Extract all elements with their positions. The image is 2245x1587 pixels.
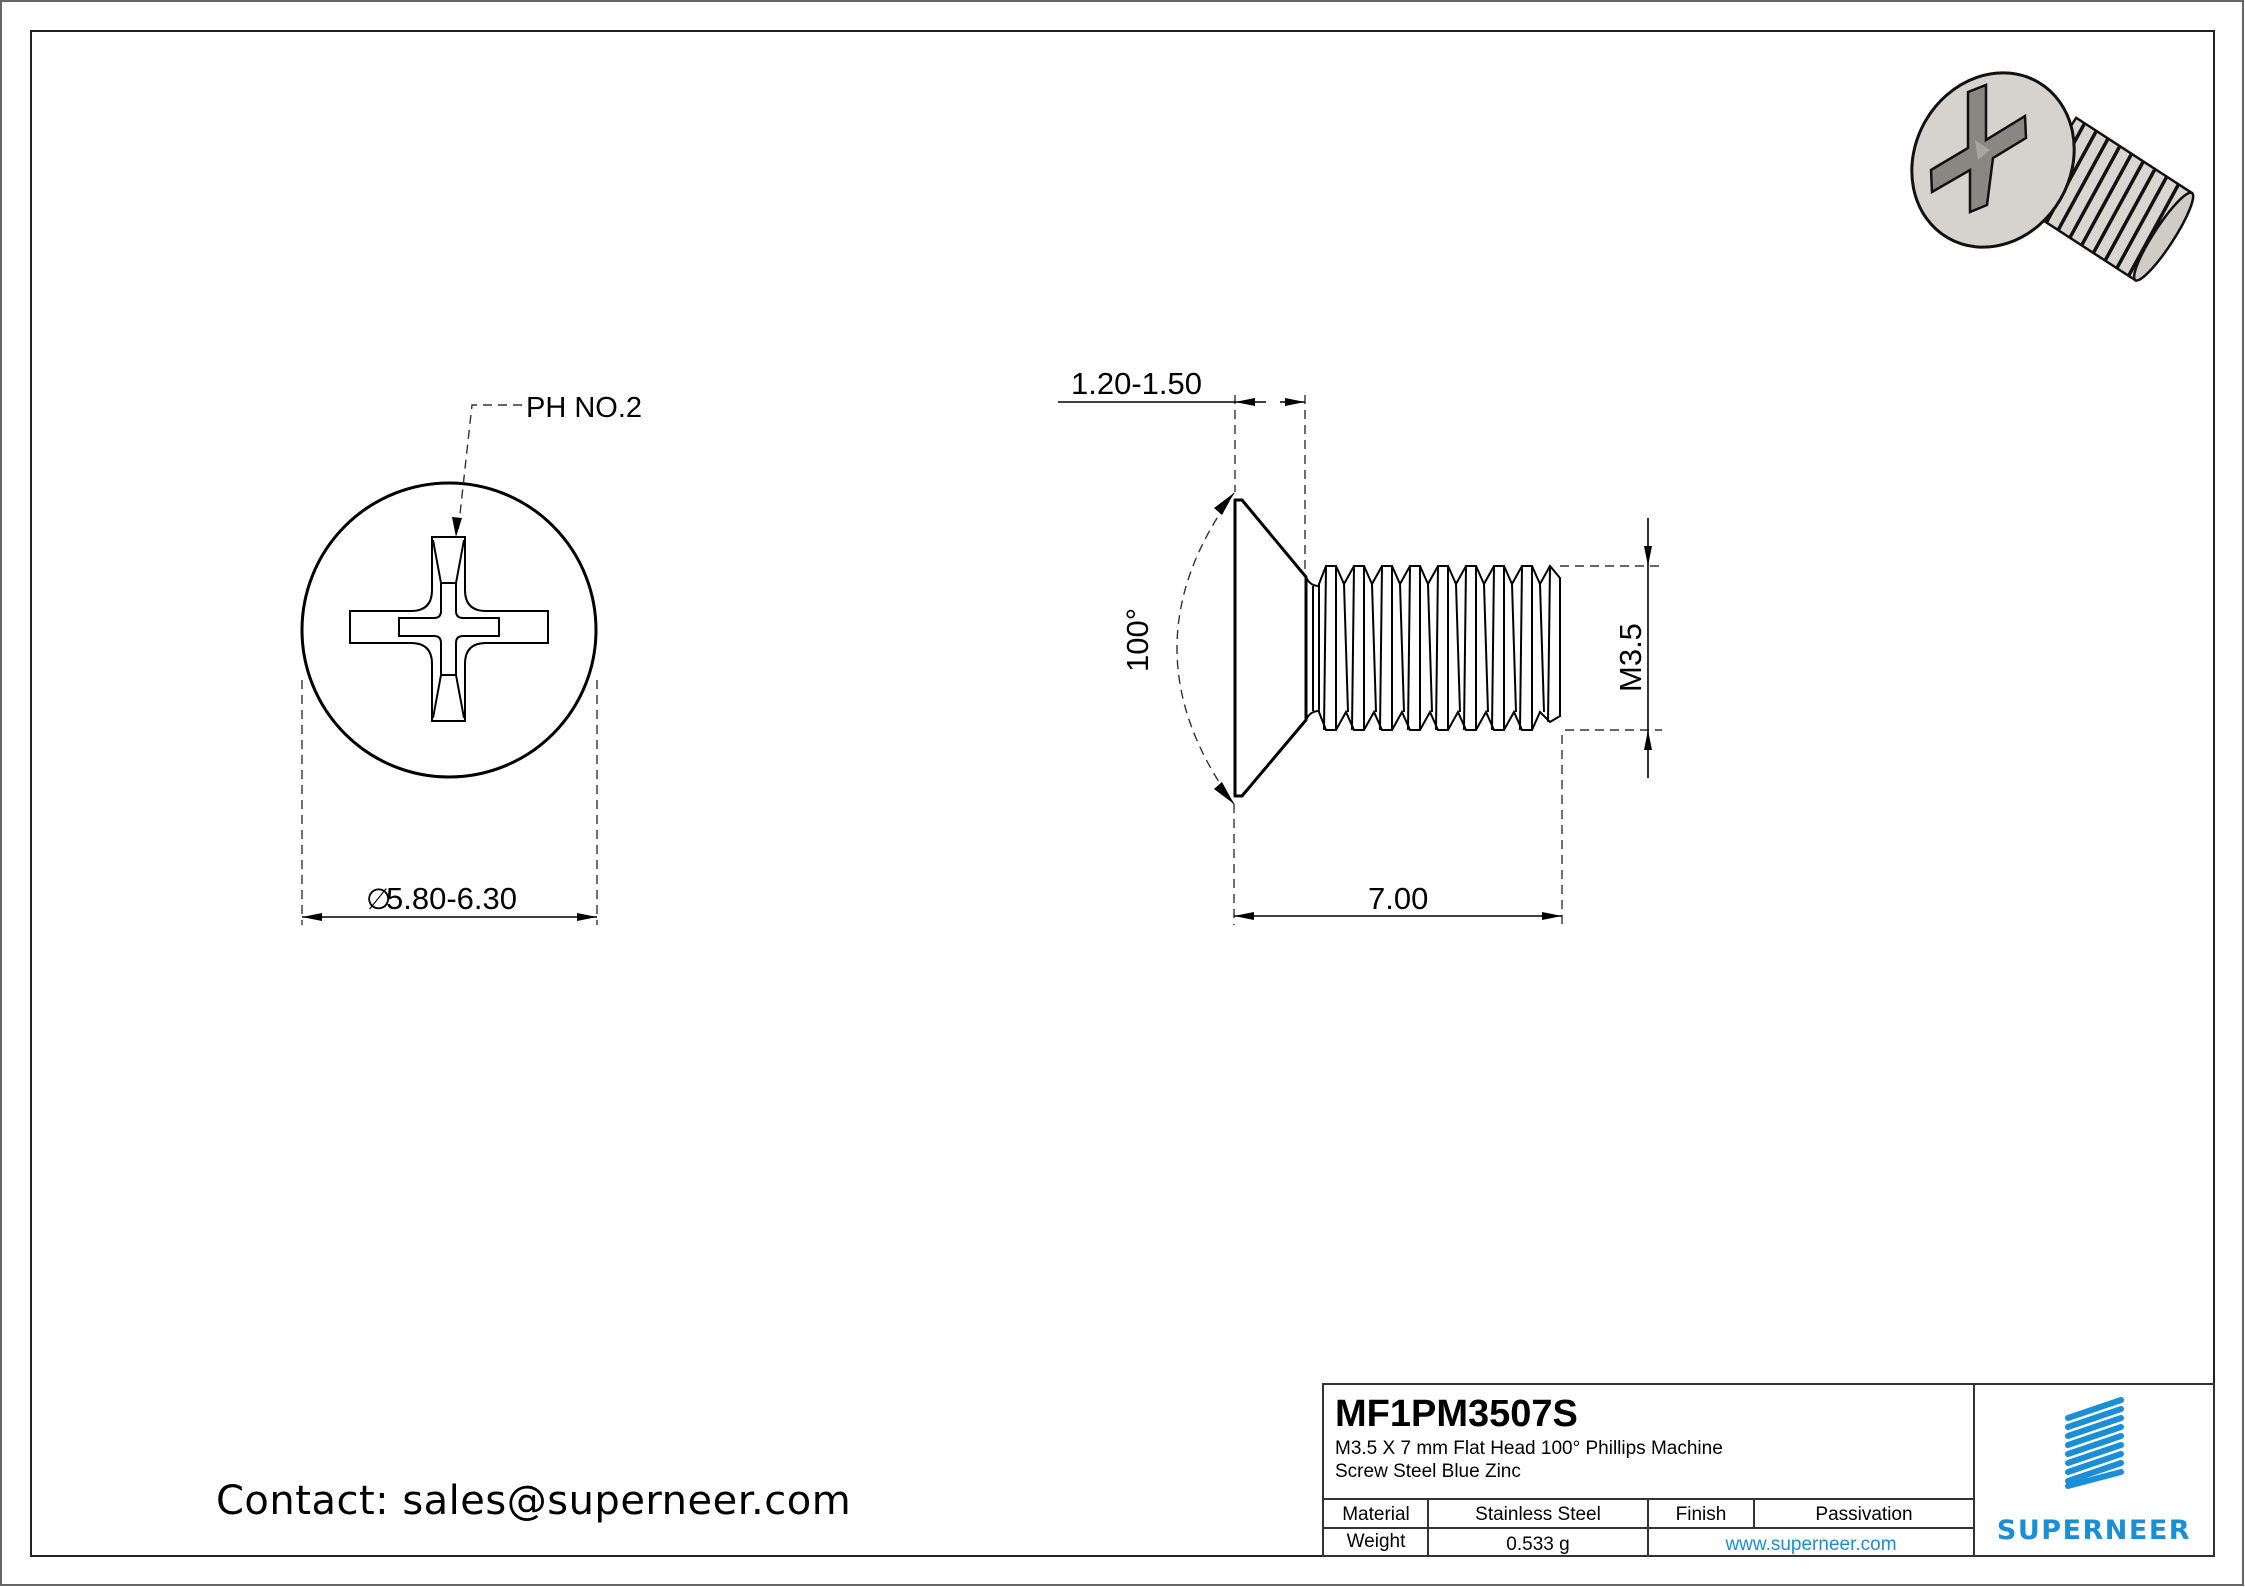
finish-value: Passivation	[1815, 1504, 1912, 1525]
inner-frame	[30, 30, 2215, 1557]
diameter-label: 5.80-6.30	[386, 881, 517, 916]
description-line-2: Screw Steel Blue Zinc	[1335, 1461, 1521, 1482]
thread-size-label: M3.5	[1613, 623, 1648, 692]
description-line-1: M3.5 X 7 mm Flat Head 100° Phillips Mach…	[1335, 1438, 1723, 1459]
title-block: MF1PM3507S M3.5 X 7 mm Flat Head 100° Ph…	[1322, 1383, 2215, 1557]
logo-text: SUPERNEER	[1997, 1515, 2191, 1546]
part-number: MF1PM3507S	[1335, 1393, 1578, 1435]
countersunk-head	[1233, 498, 1308, 798]
diameter-symbol: ∅	[366, 884, 391, 916]
thread-profile	[1318, 564, 1561, 731]
website-link[interactable]: www.superneer.com	[1724, 1534, 1896, 1555]
screw-3d-render	[1910, 71, 2195, 282]
weight-value: 0.533 g	[1506, 1534, 1569, 1555]
superneer-logo-icon	[2065, 1397, 2124, 1489]
head-angle-label: 100°	[1120, 608, 1155, 672]
contact-email[interactable]: Contact: sales@superneer.com	[216, 1478, 852, 1524]
head-height-label: 1.20-1.50	[1071, 366, 1202, 401]
weight-label: Weight	[1347, 1531, 1407, 1552]
drive-label: PH NO.2	[526, 392, 642, 424]
finish-label: Finish	[1676, 1504, 1727, 1525]
material-value: Stainless Steel	[1475, 1504, 1601, 1525]
length-label: 7.00	[1368, 881, 1428, 916]
front-view: PH NO.2 ∅ 5.80-6.30	[300, 392, 642, 925]
phillips-recess-icon	[349, 536, 549, 722]
material-label: Material	[1342, 1504, 1410, 1525]
side-view: 1.20-1.50 100° M3.5 7.00	[1058, 366, 1662, 925]
head-outline	[300, 481, 598, 779]
